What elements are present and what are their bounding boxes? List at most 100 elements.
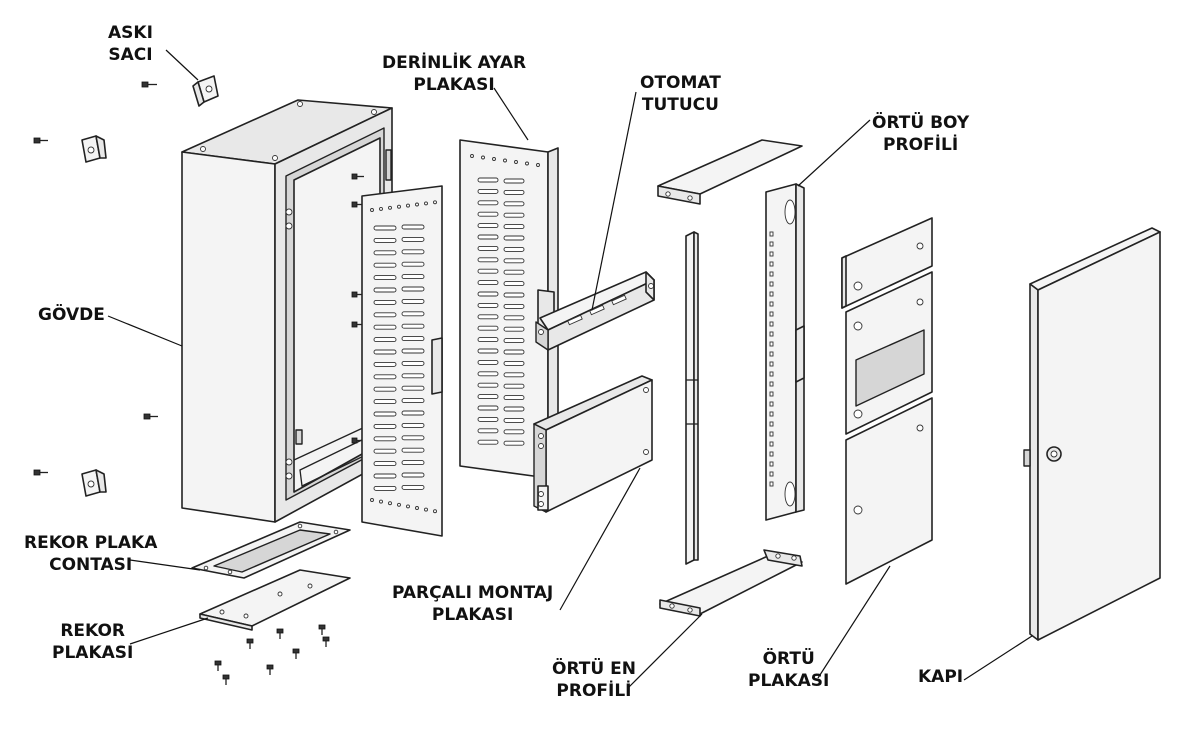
slot <box>503 372 525 378</box>
slot <box>401 348 425 354</box>
slot <box>503 224 525 230</box>
label-line: TUTUCU <box>641 95 719 115</box>
depth-adjust-plate <box>459 139 559 479</box>
label-kapi: KAPI <box>918 666 963 688</box>
slot <box>373 485 397 491</box>
hanger-bracket-upper-left <box>81 135 107 163</box>
slot <box>503 178 525 184</box>
slot <box>373 386 397 392</box>
bolt-icon <box>214 624 330 685</box>
slot <box>373 287 397 293</box>
hole <box>388 501 392 506</box>
bolt-head <box>266 664 274 670</box>
slot <box>503 292 525 298</box>
label-otomat-tutucu: OTOMAT TUTUCU <box>640 72 721 116</box>
slot <box>373 473 397 479</box>
label-line: OTOMAT <box>640 73 721 93</box>
cable-gland-gasket <box>191 521 351 579</box>
slot <box>373 374 397 380</box>
hole <box>769 241 774 247</box>
slot <box>477 223 499 229</box>
hole <box>370 208 374 212</box>
hole <box>525 161 529 166</box>
slot <box>477 245 499 251</box>
label-line: REKOR PLAKA <box>24 533 158 553</box>
hole <box>769 481 774 487</box>
hole <box>769 421 774 427</box>
label-line: PROFİLİ <box>883 135 959 155</box>
slot <box>503 440 525 446</box>
bolt-head <box>214 660 222 666</box>
lock-icon <box>1046 446 1062 462</box>
hole <box>388 205 392 210</box>
slot <box>373 225 397 231</box>
slot <box>477 416 499 422</box>
hole <box>536 163 540 167</box>
slot <box>401 385 425 391</box>
label-ortu-boy-profili: ÖRTÜ BOY PROFİLİ <box>872 112 969 156</box>
slot <box>401 472 425 478</box>
hole <box>769 361 774 367</box>
hole <box>769 471 774 477</box>
bolt-head <box>246 638 254 644</box>
vertical-profile-strip <box>685 231 699 565</box>
slot <box>373 423 397 429</box>
slot <box>373 411 397 417</box>
hole <box>492 157 496 161</box>
label-line: SACI <box>108 45 153 65</box>
slot <box>503 429 525 435</box>
slot <box>503 235 525 241</box>
hole <box>433 509 437 514</box>
slot <box>477 348 499 354</box>
slot <box>477 188 499 194</box>
hole <box>769 381 774 387</box>
slot <box>503 360 525 366</box>
slot <box>373 237 397 243</box>
label-line: PROFİLİ <box>556 681 632 701</box>
slot <box>401 311 425 317</box>
hanger-bracket-top <box>192 75 219 107</box>
slot <box>503 281 525 287</box>
slot <box>373 436 397 442</box>
slot <box>477 325 499 331</box>
hole <box>769 461 774 467</box>
slot <box>503 338 525 344</box>
cover-height-profile <box>765 183 805 521</box>
label-govde: GÖVDE <box>38 304 105 326</box>
slot <box>401 236 425 242</box>
slot <box>401 410 425 416</box>
slot <box>477 405 499 411</box>
slot <box>401 298 425 304</box>
hole <box>769 301 774 307</box>
label-line: PLAKASI <box>52 643 134 663</box>
hole <box>379 206 383 211</box>
slot <box>503 303 525 309</box>
slot <box>503 258 525 264</box>
slot <box>373 262 397 268</box>
label-line: ASKI <box>108 23 153 43</box>
slot <box>477 371 499 377</box>
slot <box>401 484 425 490</box>
slot <box>373 448 397 454</box>
bolt-icon <box>33 81 158 476</box>
enclosure-body <box>181 99 393 523</box>
cover-width-profile-bottom <box>659 549 803 617</box>
slot <box>401 261 425 267</box>
slot <box>477 302 499 308</box>
label-line: ÖRTÜ <box>762 649 815 669</box>
slot <box>503 326 525 332</box>
slot <box>477 177 499 183</box>
hole <box>415 506 419 510</box>
hole <box>370 498 374 502</box>
slot <box>503 246 525 252</box>
label-rekor-plaka-contasi: REKOR PLAKA CONTASI <box>24 532 157 576</box>
hole <box>769 441 774 447</box>
slot <box>373 250 397 256</box>
label-ortu-plakasi: ÖRTÜ PLAKASI <box>748 648 829 692</box>
label-aski-saci: ASKI SACI <box>108 22 153 66</box>
slot <box>477 359 499 365</box>
hole <box>514 160 518 164</box>
slot <box>401 360 425 366</box>
label-line: PLAKASI <box>431 605 514 625</box>
slot <box>477 291 499 297</box>
